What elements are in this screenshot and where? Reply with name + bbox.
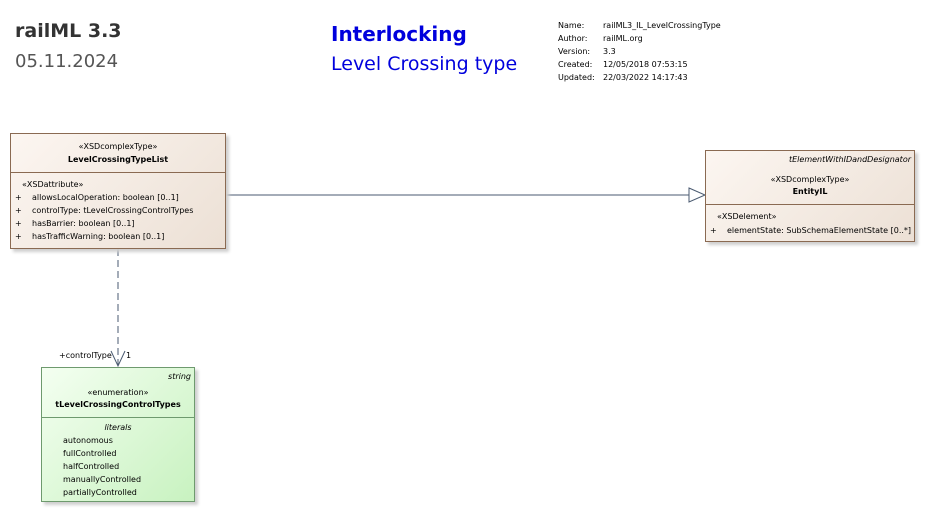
- meta-key: Name:: [558, 21, 585, 30]
- meta-key: Version:: [558, 47, 591, 56]
- enum-literal: manuallyControlled: [63, 475, 142, 484]
- attribute-section-label: «XSDelement»: [717, 212, 777, 221]
- attribute-row: hasBarrier: boolean [0..1]: [32, 219, 135, 228]
- association-role-label: +controlType: [59, 351, 112, 360]
- meta-key: Updated:: [558, 73, 595, 82]
- compartment-divider: [706, 204, 914, 205]
- meta-value: railML.org: [603, 34, 643, 43]
- attribute-section-label: «XSDattribute»: [22, 180, 84, 189]
- association-multiplicity-label: 1: [126, 351, 132, 360]
- class-stereotype: «XSDcomplexType»: [78, 142, 158, 151]
- meta-value: railML3_IL_LevelCrossingType: [603, 21, 721, 30]
- enum-literal: fullControlled: [63, 449, 117, 458]
- enum-literal: partiallyControlled: [63, 488, 137, 497]
- meta-key: Author:: [558, 34, 588, 43]
- brand-title: railML 3.3: [15, 20, 122, 42]
- diagram-title: Interlocking: [331, 22, 467, 46]
- meta-value: 12/05/2018 07:53:15: [603, 60, 688, 69]
- diagram-date: 05.11.2024: [15, 51, 119, 72]
- enum-tlevelcrossingcontroltypes[interactable]: string «enumeration» tLevelCrossingContr…: [41, 367, 195, 502]
- meta-value: 22/03/2022 14:17:43: [603, 73, 688, 82]
- class-name: LevelCrossingTypeList: [67, 155, 169, 164]
- class-name: EntityIL: [792, 187, 828, 196]
- attribute-visibility: +: [15, 232, 22, 241]
- enum-literal: halfControlled: [63, 462, 120, 471]
- meta-key: Created:: [558, 60, 593, 69]
- attribute-row: elementState: SubSchemaElementState [0..…: [727, 226, 912, 235]
- attribute-visibility: +: [15, 219, 22, 228]
- template-parameter: tElementWithIDandDesignator: [788, 155, 911, 164]
- enum-literal: autonomous: [63, 436, 113, 445]
- compartment-divider: [42, 417, 194, 418]
- attribute-row: hasTrafficWarning: boolean [0..1]: [32, 232, 165, 241]
- attribute-visibility: +: [15, 206, 22, 215]
- literals-section-label: literals: [104, 423, 132, 432]
- attribute-visibility: +: [710, 226, 717, 235]
- meta-value: 3.3: [603, 47, 616, 56]
- attribute-visibility: +: [15, 193, 22, 202]
- generalization-arrowhead: [688, 187, 707, 203]
- attribute-row: allowsLocalOperation: boolean [0..1]: [32, 193, 179, 202]
- class-stereotype: «XSDcomplexType»: [770, 175, 850, 184]
- enum-name: tLevelCrossingControlTypes: [55, 400, 181, 409]
- class-entityil[interactable]: tElementWithIDandDesignator «XSDcomplexT…: [705, 150, 915, 242]
- class-levelcrossingtypelist[interactable]: «XSDcomplexType» LevelCrossingTypeList «…: [10, 133, 226, 249]
- compartment-divider: [11, 172, 225, 173]
- attribute-row: controlType: tLevelCrossingControlTypes: [32, 206, 194, 215]
- enum-stereotype: «enumeration»: [87, 388, 149, 397]
- template-parameter: string: [168, 372, 191, 381]
- diagram-subtitle: Level Crossing type: [331, 53, 518, 75]
- association-arrowhead: [110, 350, 126, 368]
